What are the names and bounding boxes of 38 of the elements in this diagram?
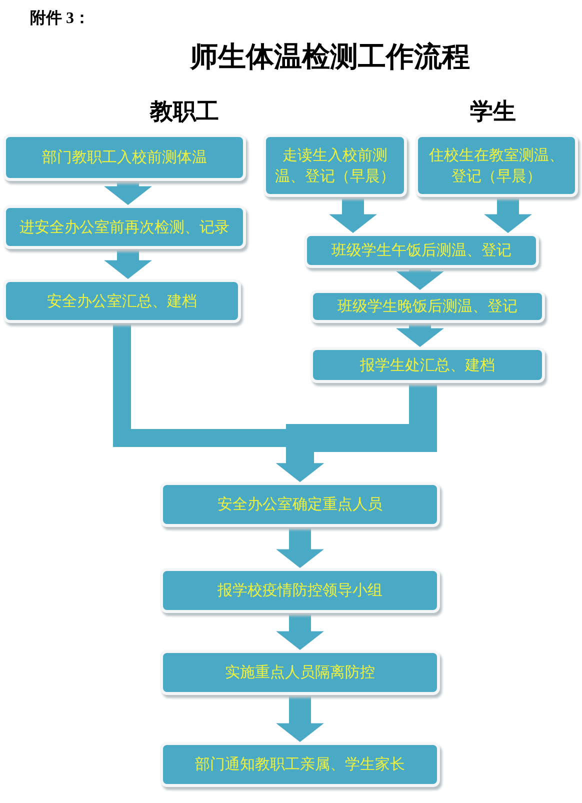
column-heading: 教职工 [150, 98, 219, 127]
step-text: 走读生入校前测温、登记（早晨） [274, 144, 396, 186]
block-arrow [484, 197, 532, 233]
step-text: 实施重点人员隔离防控 [224, 662, 376, 683]
block-arrow [276, 527, 324, 568]
process-box [3, 205, 246, 249]
block-arrow [276, 695, 324, 742]
step-text: 部门教职工入校前测体温 [41, 147, 208, 168]
column-heading: 学生 [470, 98, 516, 127]
diagram-title: 师生体温检测工作流程 [190, 42, 470, 73]
process-box [160, 482, 440, 527]
process-box [415, 134, 578, 197]
process-box [304, 233, 539, 268]
process-box [160, 742, 440, 787]
block-arrow [104, 249, 152, 279]
block-arrow [329, 197, 377, 233]
process-box [3, 279, 241, 323]
block-arrow [396, 268, 444, 290]
step-text: 部门通知教职工亲属、学生家长 [194, 754, 406, 775]
step-text: 报学校疫情防控领导小组 [216, 580, 384, 601]
process-box [310, 347, 545, 383]
block-arrow [396, 323, 444, 347]
process-box [160, 568, 440, 613]
step-text: 安全办公室确定重点人员 [216, 494, 384, 515]
process-box [310, 290, 545, 323]
block-arrow [276, 613, 324, 650]
step-text: 班级学生午饭后测温、登记 [330, 240, 512, 261]
block-arrow [104, 181, 152, 205]
step-text: 安全办公室汇总、建档 [46, 290, 198, 312]
step-text: 住校生在教室测温、登记（早晨） [428, 144, 565, 186]
process-box [263, 134, 407, 197]
block-arrow [276, 383, 437, 482]
step-text: 班级学生晚饭后测温、登记 [336, 296, 518, 317]
step-text: 进安全办公室前再次检测、记录 [18, 216, 230, 238]
attachment-label: 附件 3： [30, 8, 90, 29]
process-box [160, 650, 440, 695]
process-box [3, 134, 246, 181]
step-text: 报学生处汇总、建档 [359, 354, 496, 376]
